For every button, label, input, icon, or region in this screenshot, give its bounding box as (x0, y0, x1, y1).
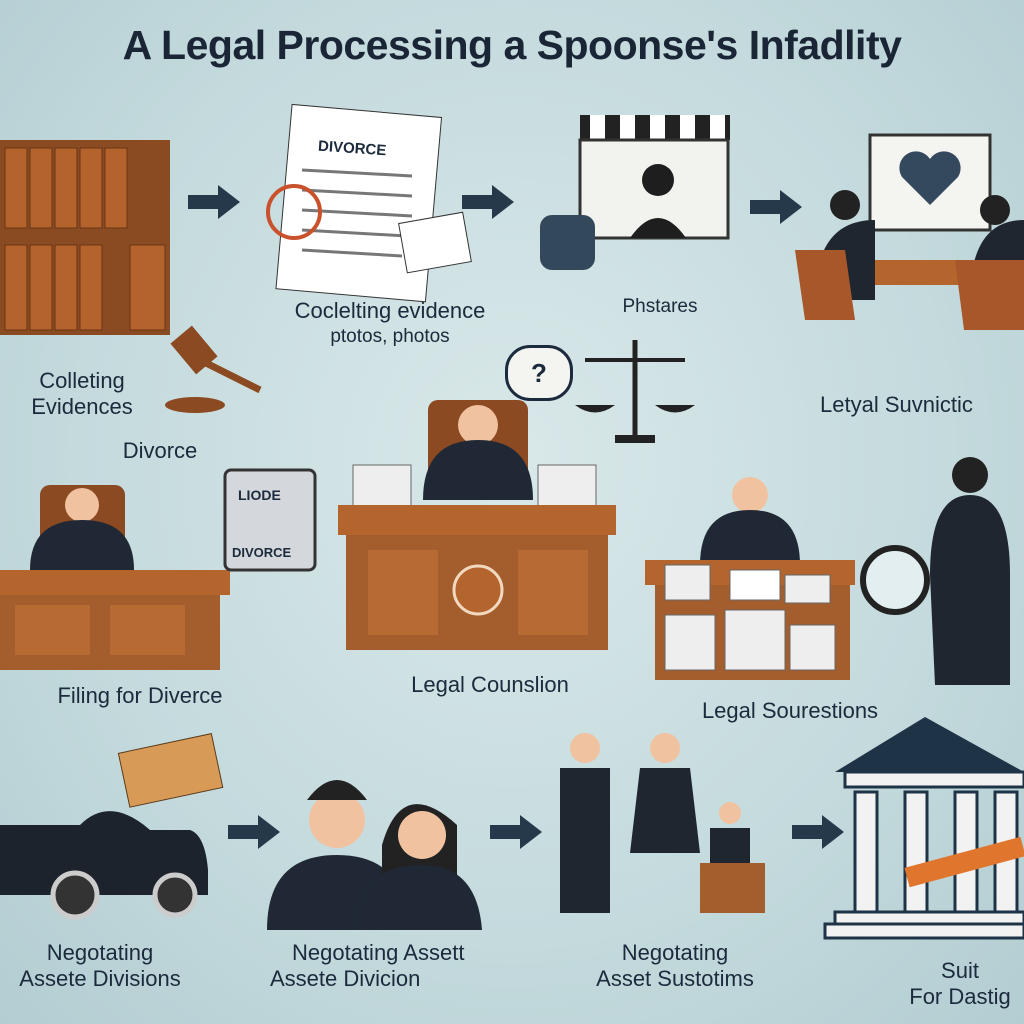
family-label-line2: Asset Sustotims (596, 966, 754, 991)
couple-label-line2: Assete Divicion (270, 966, 421, 991)
arrow-right-icon (490, 815, 542, 849)
arrow-right-icon (188, 185, 240, 219)
meeting-label: Letyal Suvnictic (820, 392, 973, 417)
court-label: Suit For Dastig (870, 958, 1024, 1010)
divorce-document-illustration (266, 103, 472, 303)
legal-meeting-illustration (795, 133, 1024, 330)
photo-screen-illustration (540, 115, 730, 270)
arrow-right-icon (792, 815, 844, 849)
gavel-icon (165, 325, 262, 413)
lawyer-desk-illustration (338, 400, 616, 650)
couple-label: Negotating Assett Assete Divicion (270, 940, 540, 992)
envelope-icon (117, 733, 224, 808)
book-title-line2: DIVORCE (232, 545, 292, 560)
collecting-label-line2: Evidences (31, 394, 133, 419)
scales-of-justice-icon (575, 340, 695, 443)
arrow-right-icon (228, 815, 280, 849)
family-label-line1: Negotating (621, 940, 729, 965)
evidence-label-line1: Coclelting evidence (294, 298, 486, 323)
court-label-line2: For Dastig (909, 984, 1011, 1009)
car-illustration (0, 811, 208, 920)
couple-label-line1: Negotating Assett (292, 940, 465, 965)
book-title-line1: LIODE (238, 487, 281, 503)
car-label: Negotating Assete Divisions (0, 940, 210, 992)
collecting-label-line1: Colleting (39, 368, 125, 393)
evidence-label: Coclelting evidence ptotos, photos (270, 298, 510, 350)
counsel-label: Legal Counslion (411, 672, 569, 697)
family-label: Negotating Asset Sustotims (555, 940, 795, 992)
filing-label: Filing for Diverce (57, 683, 223, 708)
family-illustration (560, 733, 765, 913)
file-shelves-illustration (0, 140, 170, 335)
photos-label: Phstares (622, 296, 698, 317)
speech-bubble: ? (505, 345, 573, 401)
divorce-label: Divorce (122, 438, 198, 463)
evidence-label-line2: ptotos, photos (330, 326, 450, 347)
investigator-illustration (860, 457, 1010, 685)
car-label-line1: Negotating (46, 940, 154, 965)
collecting-label: Colleting Evidences (12, 368, 152, 420)
arrow-right-icon (750, 190, 802, 224)
speech-bubble-text: ? (531, 358, 547, 388)
sourestions-label: Legal Sourestions (701, 698, 879, 723)
courthouse-illustration (823, 717, 1024, 940)
judge-desk-illustration (0, 485, 230, 670)
couple-illustration (267, 780, 482, 930)
arrow-right-icon (462, 185, 514, 219)
documents-desk-illustration (645, 477, 855, 680)
court-label-line1: Suit (941, 958, 979, 983)
page-title: A Legal Processing a Spoonse's Infadlity (122, 22, 902, 68)
divorce-book-illustration (223, 468, 317, 572)
car-label-line2: Assete Divisions (19, 966, 181, 991)
